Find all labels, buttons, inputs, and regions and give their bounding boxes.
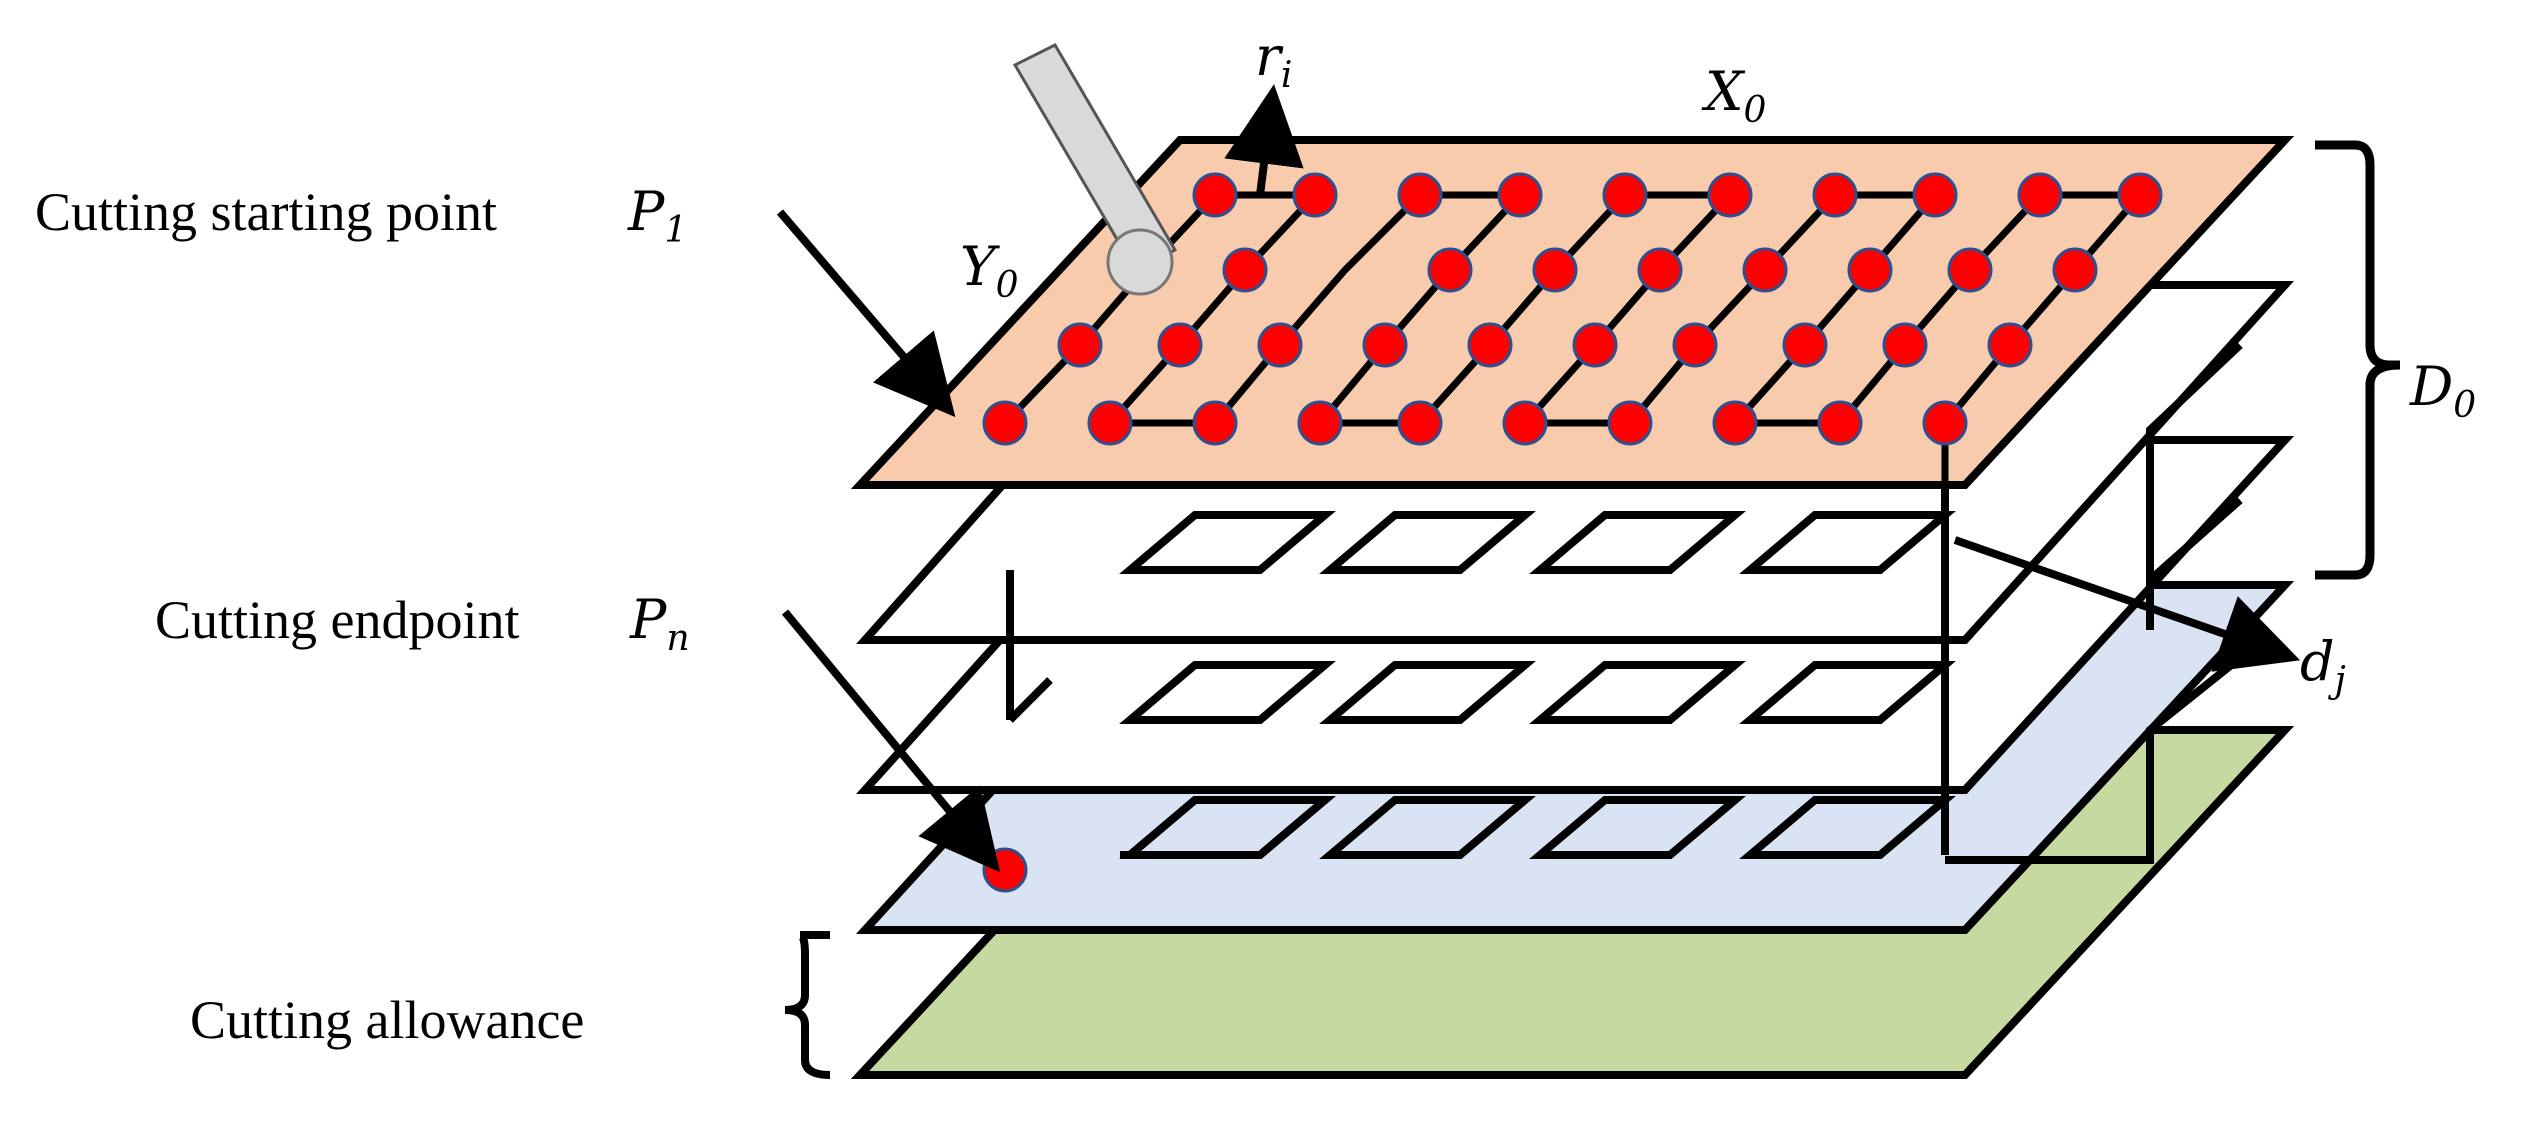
start-point-arrow: [776, 209, 956, 418]
r-i-label: ri: [1255, 25, 1292, 96]
cut-point-marker: [1882, 322, 1928, 368]
cut-point-marker: [1602, 172, 1648, 218]
dj-label: dj: [2300, 630, 2346, 701]
cut-point-marker: [1532, 247, 1578, 293]
top-layer: [850, 136, 2295, 489]
d-vector-arrow: [1953, 536, 2301, 672]
y0-label: Y0: [960, 235, 1019, 306]
cut-point-marker: [1257, 322, 1303, 368]
cut-point-marker: [1057, 322, 1103, 368]
cut-point-marker: [1707, 172, 1753, 218]
cut-point-marker: [2052, 247, 2098, 293]
cut-point-marker: [1847, 247, 1893, 293]
end-point-label: Cutting endpoint: [155, 590, 520, 650]
cut-point-marker: [1397, 172, 1443, 218]
cut-point-marker: [1502, 400, 1548, 446]
allowance-label: Cutting allowance: [190, 990, 584, 1050]
cut-point-marker: [2017, 172, 2063, 218]
cut-point-marker: [1782, 322, 1828, 368]
cut-point-marker: [1222, 247, 1268, 293]
cut-point-marker: [1912, 172, 1958, 218]
cut-point-marker: [1947, 247, 1993, 293]
cut-point-marker: [1427, 247, 1473, 293]
cut-point-marker: [1467, 322, 1513, 368]
d0-bracket: [2315, 140, 2401, 580]
cut-point-marker: [1637, 247, 1683, 293]
cut-point-marker: [1292, 172, 1338, 218]
cut-point-marker: [1987, 322, 2033, 368]
allowance-bracket: [784, 931, 831, 1079]
cut-point-marker: [1607, 400, 1653, 446]
start-point-symbol: P1: [627, 180, 687, 251]
cut-point-marker: [1497, 172, 1543, 218]
cut-point-marker: [1362, 322, 1408, 368]
r-vector-arrow: [1224, 84, 1304, 196]
cut-point-marker: [1672, 322, 1718, 368]
cut-point-marker: [1157, 322, 1203, 368]
cut-point-marker: [1087, 400, 1133, 446]
cut-point-marker: [1922, 400, 1968, 446]
cut-point-marker: [1297, 400, 1343, 446]
cut-point-marker: [1192, 172, 1238, 218]
cut-point-marker: [1817, 400, 1863, 446]
cutting-tool-icon: [1012, 43, 1178, 296]
cut-point-group: [982, 172, 2163, 893]
start-point-label: Cutting starting point: [35, 182, 497, 242]
cut-point-marker: [1812, 172, 1858, 218]
cut-point-marker: [1742, 247, 1788, 293]
cut-point-marker: [1192, 400, 1238, 446]
end-point-arrow: [781, 609, 1001, 873]
cut-point-marker: [2117, 172, 2163, 218]
cut-point-marker: [1397, 400, 1443, 446]
end-point-symbol: Pn: [629, 588, 690, 659]
cut-point-marker: [1572, 322, 1618, 368]
d0-label: D0: [2409, 355, 2476, 426]
x0-label: X0: [1701, 60, 1766, 131]
cut-point-marker: [982, 400, 1028, 446]
cut-point-marker: [1712, 400, 1758, 446]
